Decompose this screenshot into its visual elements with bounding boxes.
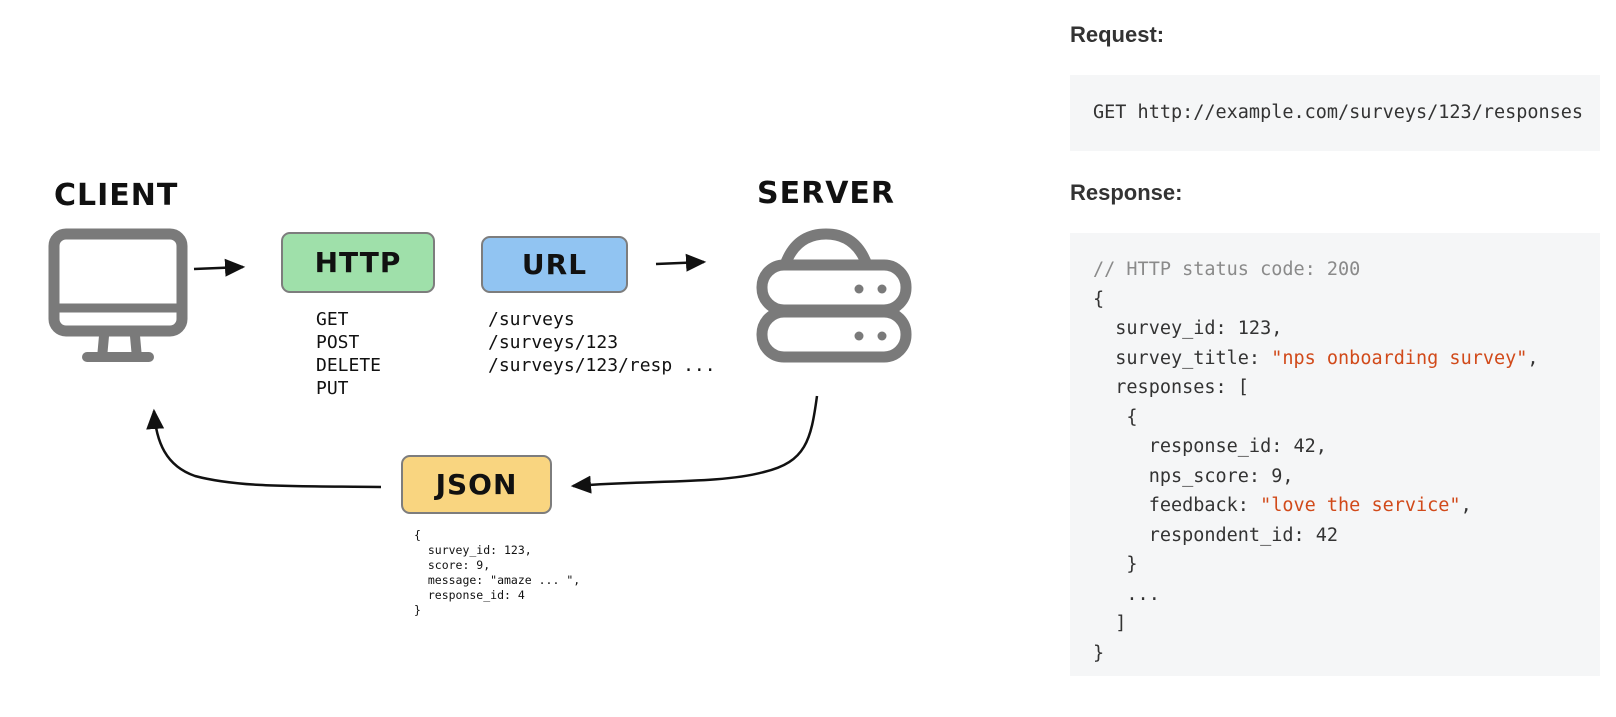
code-token: survey_id: 123,	[1093, 318, 1283, 339]
json-snippet-line: {	[414, 528, 421, 542]
diagram-graphics	[48, 228, 912, 494]
response-heading: Response:	[1070, 180, 1183, 205]
json-snippet-line: message: "amaze ... ",	[414, 573, 581, 587]
response-code-line: responses: [	[1093, 373, 1600, 403]
code-token: }	[1093, 642, 1105, 664]
url-path-item: /surveys/123/resp ...	[488, 355, 716, 376]
database-server-icon	[756, 228, 912, 363]
code-token: respondent_id: 42	[1093, 524, 1339, 546]
response-code-line: ...	[1093, 580, 1600, 610]
string-token: "nps onboarding survey"	[1271, 347, 1528, 369]
request-line: GET http://example.com/surveys/123/respo…	[1093, 102, 1584, 123]
url-badge: URL	[481, 236, 628, 293]
response-code-line: survey_title: "nps onboarding survey",	[1093, 344, 1600, 374]
code-token: feedback:	[1093, 495, 1261, 516]
url-path-item: /surveys/123	[488, 332, 619, 353]
server-title: SERVER	[757, 176, 896, 211]
response-code-line: ]	[1093, 609, 1600, 639]
client-title: CLIENT	[54, 178, 179, 213]
json-snippet: { survey_id: 123, score: 9, message: "am…	[414, 528, 580, 618]
arrow-url-to-server	[655, 253, 707, 272]
code-token: }	[1093, 554, 1138, 575]
http-method-item: DELETE	[316, 355, 382, 376]
response-code-line: survey_id: 123,	[1093, 314, 1600, 344]
code-token: {	[1093, 288, 1105, 310]
json-badge: JSON	[401, 455, 552, 514]
request-response-panel: Request: GET http://example.com/surveys/…	[1060, 0, 1600, 717]
response-code-line: feedback: "love the service",	[1093, 491, 1600, 521]
json-snippet-line: response_id: 4	[414, 588, 525, 602]
response-code-line: }	[1093, 550, 1600, 580]
code-token: responses: [	[1093, 377, 1249, 398]
code-token: {	[1093, 406, 1138, 428]
code-token: nps_score: 9,	[1093, 465, 1294, 487]
response-code-line: response_id: 42,	[1093, 432, 1600, 462]
code-token: ...	[1093, 583, 1160, 605]
response-code-line: nps_score: 9,	[1093, 462, 1600, 492]
arrow-server-to-json	[570, 395, 819, 494]
request-heading: Request:	[1070, 22, 1165, 47]
url-path-item: /surveys	[488, 309, 575, 330]
http-badge: HTTP	[281, 232, 435, 293]
response-code-line: {	[1093, 403, 1600, 433]
json-snippet-line: }	[414, 603, 421, 617]
http-method-item: PUT	[316, 378, 349, 399]
json-snippet-line: survey_id: 123,	[414, 543, 532, 557]
response-code-block: // HTTP status code: 200 { survey_id: 123…	[1070, 233, 1600, 676]
string-token: "love the service"	[1260, 495, 1461, 516]
response-code-line: respondent_id: 42	[1093, 521, 1600, 551]
json-snippet-line: score: 9,	[414, 558, 491, 572]
code-token: survey_title:	[1093, 347, 1272, 369]
code-token: ,	[1527, 347, 1539, 369]
http-method-item: GET	[316, 309, 349, 330]
response-code-line: // HTTP status code: 200	[1093, 255, 1600, 285]
response-code-line: }	[1093, 639, 1600, 669]
code-token: ,	[1460, 495, 1472, 516]
arrow-client-to-http	[193, 258, 246, 277]
code-token: ]	[1093, 613, 1127, 634]
comment-token: // HTTP status code: 200	[1093, 259, 1361, 280]
response-code-line: {	[1093, 285, 1600, 315]
request-code-block: GET http://example.com/surveys/123/respo…	[1070, 75, 1600, 151]
url-paths-list: /surveys/surveys/123/surveys/123/resp ..…	[488, 308, 716, 377]
code-token: response_id: 42,	[1093, 436, 1327, 457]
arrow-json-to-client	[146, 408, 382, 489]
http-method-item: POST	[316, 332, 360, 353]
monitor-icon	[48, 228, 188, 362]
